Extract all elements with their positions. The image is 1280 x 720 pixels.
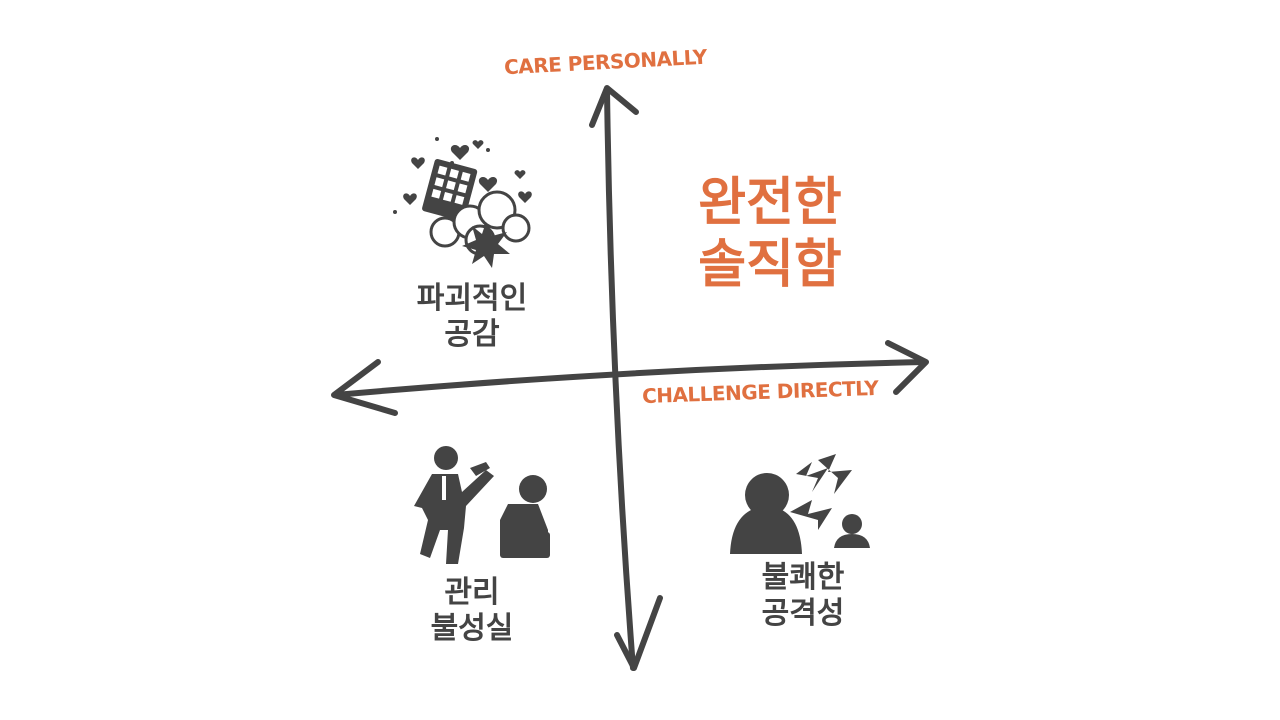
quadrant-top-left: 파괴적인 공감 [372, 281, 572, 353]
quadrant-bottom-left: 관리 불성실 [372, 575, 572, 647]
shouting-person-icon [730, 454, 870, 554]
quadrant-bottom-left-line1: 관리 [444, 575, 500, 610]
quadrant-bottom-left-line2: 불성실 [430, 611, 514, 646]
quadrant-bottom-right-line1: 불쾌한 [761, 560, 845, 595]
quadrant-top-right: 완전한 솔직함 [650, 172, 890, 296]
horizontal-axis [331, 340, 929, 416]
quadrant-top-left-line1: 파괴적인 [416, 281, 528, 316]
quadrant-bottom-right-line2: 공격성 [761, 596, 845, 631]
quadrant-bottom-right: 불쾌한 공격성 [703, 560, 903, 632]
quadrant-top-right-line1: 완전한 [698, 173, 842, 233]
vertical-axis [589, 85, 663, 671]
boss-scolding-person-icon [414, 446, 550, 564]
quadrant-top-right-line2: 솔직함 [698, 235, 842, 295]
quadrant-top-left-line2: 공감 [444, 317, 500, 352]
hearts-box-explosion-icon [393, 137, 532, 268]
